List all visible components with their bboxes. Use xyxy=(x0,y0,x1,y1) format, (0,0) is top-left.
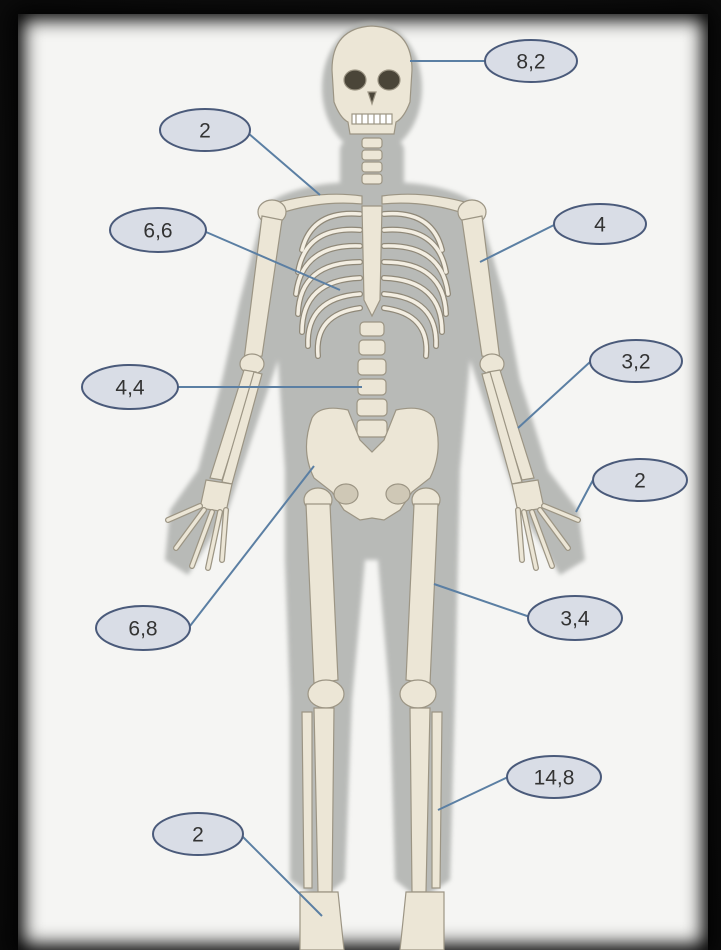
label-hand: 2 xyxy=(634,470,646,493)
foot-right xyxy=(400,892,444,950)
label-lower-leg: 14,8 xyxy=(534,767,575,790)
label-forearm: 3,2 xyxy=(621,351,650,374)
label-clavicle: 2 xyxy=(199,120,211,143)
skeleton-diagram: 8,2 2 6,6 4 4,4 3,2 2 6,8 3,4 14,8 2 xyxy=(18,14,708,950)
tibia-left xyxy=(314,708,334,892)
leader-line-hand xyxy=(576,480,593,512)
label-pelvis: 6,8 xyxy=(128,618,157,641)
label-foot: 2 xyxy=(192,824,204,847)
tibia-right xyxy=(410,708,430,892)
label-skull: 8,2 xyxy=(516,51,545,74)
label-thigh: 3,4 xyxy=(560,608,590,631)
label-spine: 4,4 xyxy=(115,377,145,400)
skeleton xyxy=(168,26,578,950)
leader-line-clavicle xyxy=(248,133,320,195)
leader-line-upper-arm xyxy=(480,225,554,262)
skull xyxy=(332,26,412,134)
leader-line-forearm xyxy=(518,362,590,428)
label-ribs: 6,6 xyxy=(143,220,172,243)
label-upper-arm: 4 xyxy=(594,214,606,237)
diagram-panel: 8,2 2 6,6 4 4,4 3,2 2 6,8 3,4 14,8 2 xyxy=(18,14,708,950)
